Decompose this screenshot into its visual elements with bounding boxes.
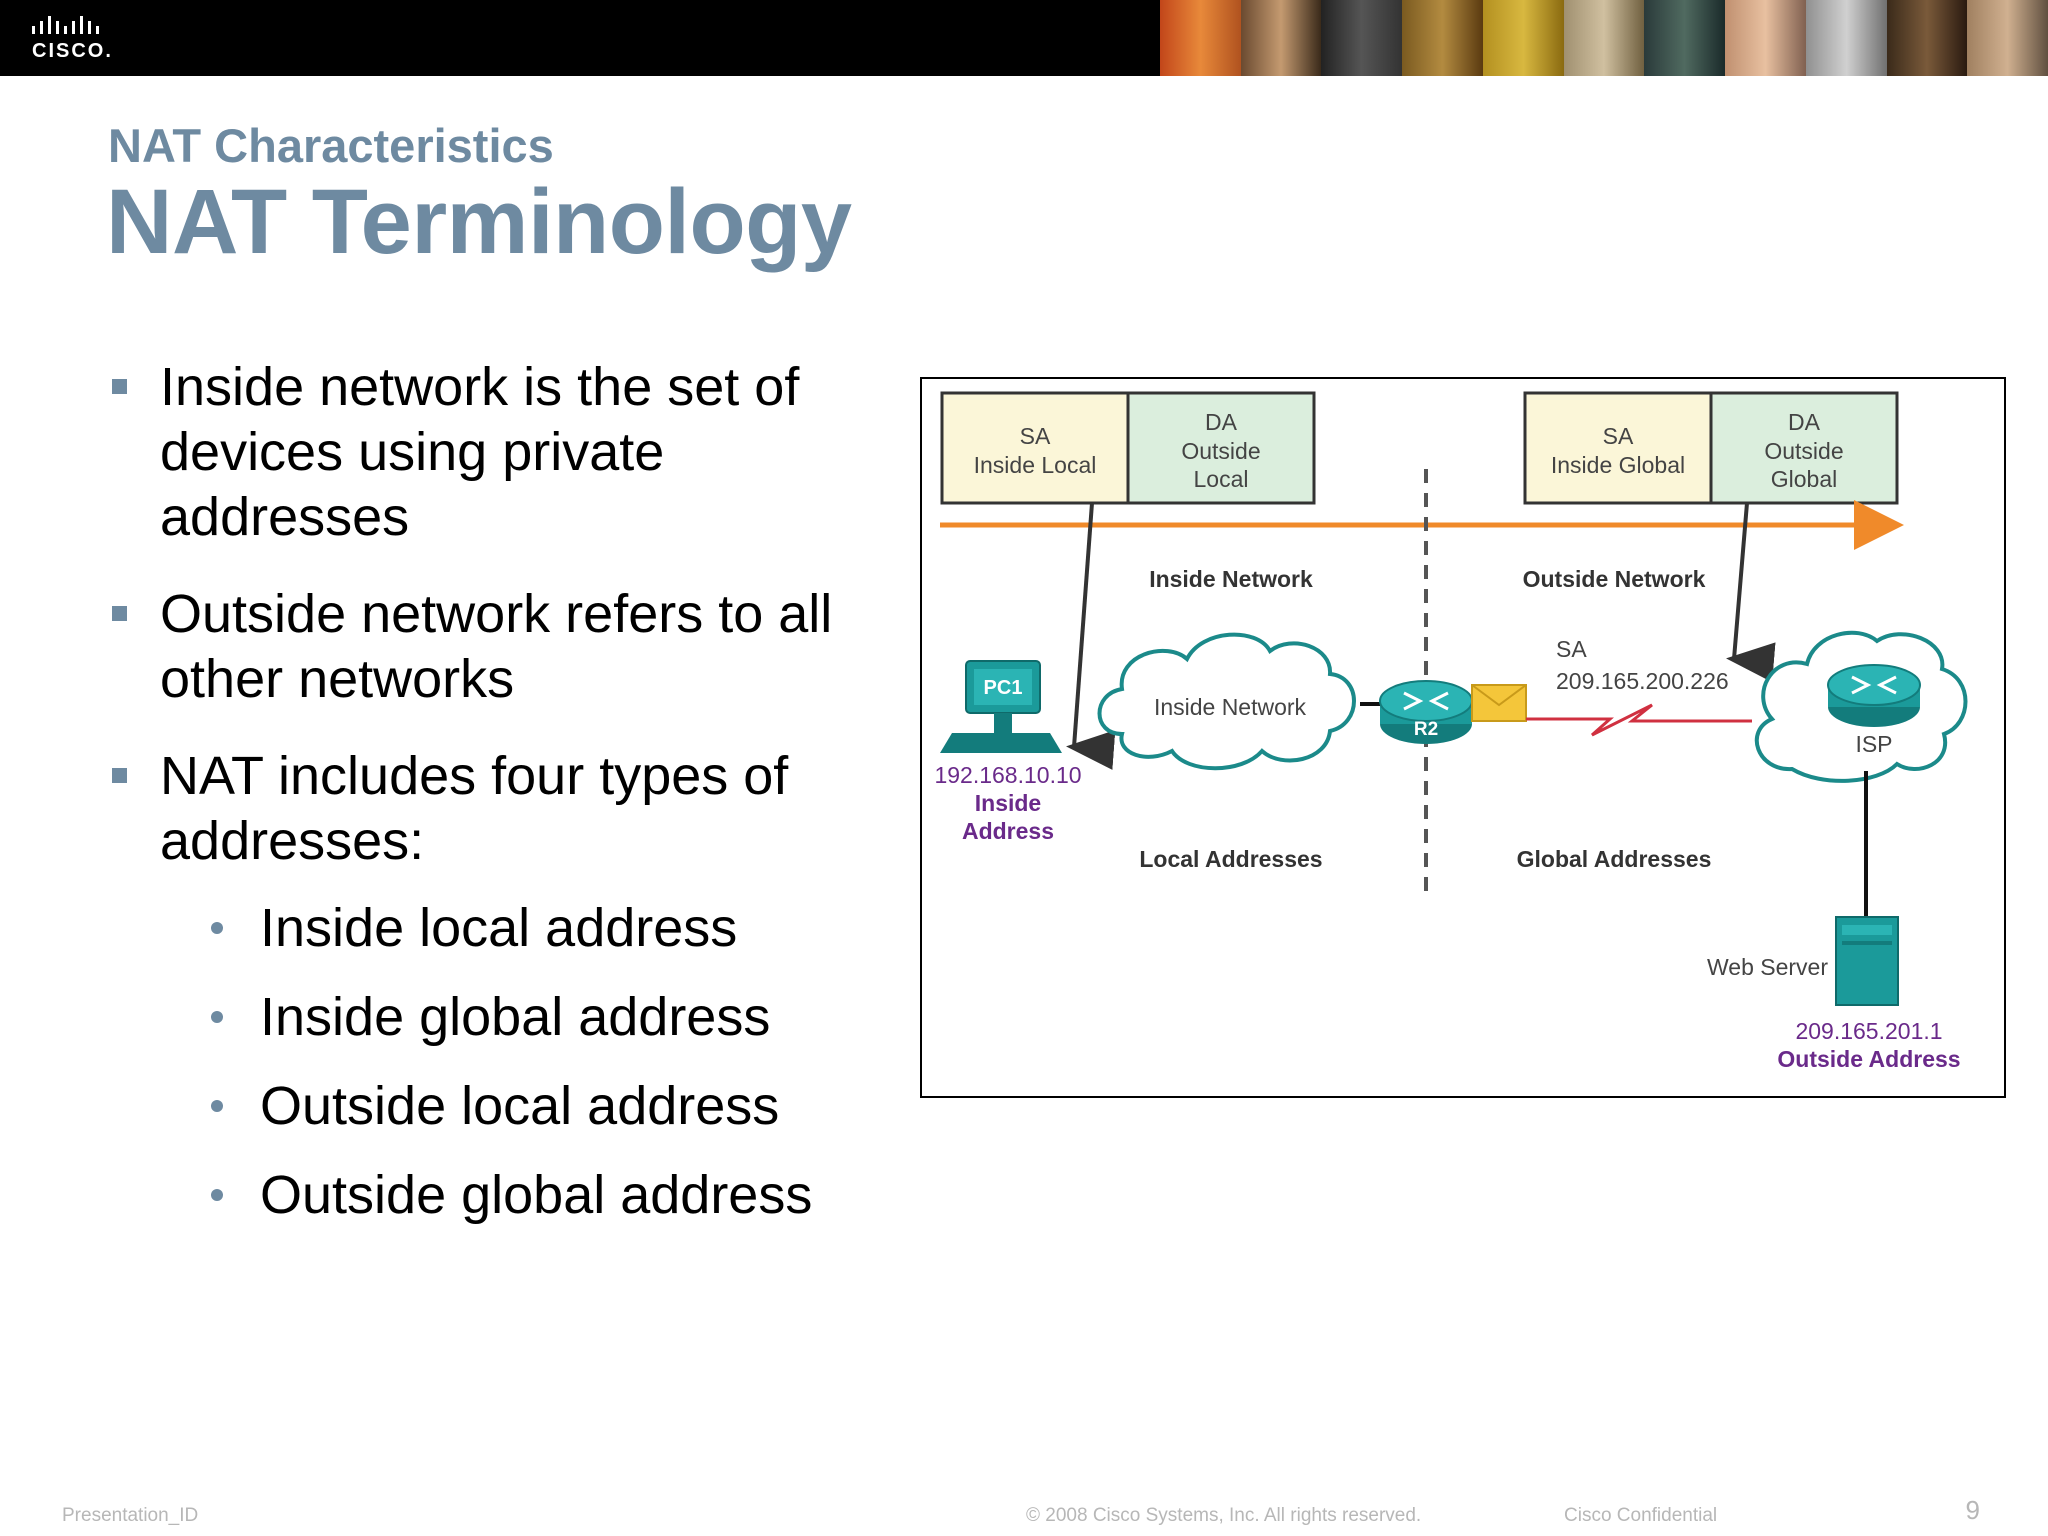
da-label: DA	[1788, 409, 1821, 435]
pc1-label: PC1	[984, 677, 1023, 699]
sub-bullet-item: Inside local address	[108, 896, 888, 961]
packet-envelope-icon	[1471, 684, 1527, 722]
header-photo-collage	[1160, 0, 2048, 76]
pc1-icon	[940, 660, 1062, 753]
square-bullet-icon	[112, 768, 127, 783]
bullet-item: NAT includes four types of addresses:	[108, 744, 888, 874]
sub-bullet-text: Inside global address	[260, 987, 771, 1047]
web-server-address-type: Outside Address	[1777, 1046, 1960, 1072]
inside-network-cloud-label: Inside Network	[1154, 694, 1307, 720]
router-r2-label: R2	[1414, 719, 1438, 740]
slide-subtitle: NAT Characteristics	[108, 119, 554, 172]
slide-title: NAT Terminology	[106, 171, 852, 273]
inside-network-label: Inside Network	[1149, 566, 1313, 592]
page-number: 9	[1965, 1495, 1980, 1525]
top-banner: CISCO.	[0, 0, 2048, 76]
sub-bullet-text: Inside local address	[260, 898, 738, 958]
sub-bullet-text: Outside global address	[260, 1165, 813, 1225]
bullet-item: Outside network refers to all other netw…	[108, 582, 888, 712]
router-isp-icon	[1827, 664, 1921, 727]
outside-label: Outside	[1764, 438, 1843, 464]
sa-inside-local-box	[940, 391, 1130, 505]
sa-label: SA	[1556, 636, 1587, 662]
global-addresses-label: Global Addresses	[1517, 846, 1712, 872]
sub-bullet-item: Inside global address	[108, 985, 888, 1050]
square-bullet-icon	[112, 379, 127, 394]
footer-confidential: Cisco Confidential	[1564, 1505, 1718, 1526]
serial-link	[1526, 703, 1752, 737]
sa-ip: 209.165.200.226	[1556, 668, 1729, 694]
web-server-label: Web Server	[1707, 954, 1828, 980]
cisco-logo: CISCO.	[30, 14, 120, 66]
inside-local-label: Inside Local	[974, 452, 1097, 478]
sa-inside-global-box	[1523, 391, 1713, 505]
router-r2-icon	[1379, 680, 1473, 744]
logo-wordmark: CISCO.	[32, 40, 113, 62]
sa-label: SA	[1603, 423, 1634, 449]
footer-presentation-id: Presentation_ID	[62, 1505, 199, 1526]
pc1-address-type: Address	[962, 818, 1054, 844]
sub-bullet-item: Outside global address	[108, 1163, 888, 1228]
local-addresses-label: Local Addresses	[1139, 846, 1322, 872]
sub-bullet-item: Outside local address	[108, 1074, 888, 1139]
sub-bullet-text: Outside local address	[260, 1076, 780, 1136]
bullet-text: NAT includes four types of addresses:	[160, 746, 789, 871]
inside-local-pointer	[1066, 502, 1116, 770]
dot-bullet-icon	[211, 1011, 223, 1023]
isp-label: ISP	[1855, 731, 1892, 757]
inside-global-label: Inside Global	[1551, 452, 1685, 478]
bullet-text: Inside network is the set of devices usi…	[160, 357, 800, 547]
da-label: DA	[1205, 409, 1238, 435]
square-bullet-icon	[112, 606, 127, 621]
bullet-item: Inside network is the set of devices usi…	[108, 355, 888, 550]
outside-label: Outside	[1181, 438, 1260, 464]
web-server-ip: 209.165.201.1	[1795, 1018, 1942, 1044]
web-server-icon	[1835, 916, 1899, 1006]
da-outside-local-box	[1126, 391, 1316, 505]
global-label: Global	[1771, 466, 1837, 492]
bullet-list: Inside network is the set of devices usi…	[108, 355, 888, 1252]
sa-label: SA	[1020, 423, 1051, 449]
dot-bullet-icon	[211, 1100, 223, 1112]
footer-copyright: © 2008 Cisco Systems, Inc. All rights re…	[1026, 1505, 1422, 1526]
local-label: Local	[1194, 466, 1249, 492]
dot-bullet-icon	[211, 1189, 223, 1201]
pc1-ip: 192.168.10.10	[934, 762, 1081, 788]
nat-diagram: SA Inside Local DA Outside Local SA Insi…	[920, 377, 2006, 1098]
da-outside-global-box	[1709, 391, 1899, 505]
bullet-text: Outside network refers to all other netw…	[160, 584, 833, 709]
dot-bullet-icon	[211, 922, 223, 934]
pc1-address-type: Inside	[975, 790, 1041, 816]
outside-network-label: Outside Network	[1523, 566, 1706, 592]
inside-network-cloud	[1097, 632, 1356, 771]
outside-global-pointer	[1726, 502, 1776, 683]
